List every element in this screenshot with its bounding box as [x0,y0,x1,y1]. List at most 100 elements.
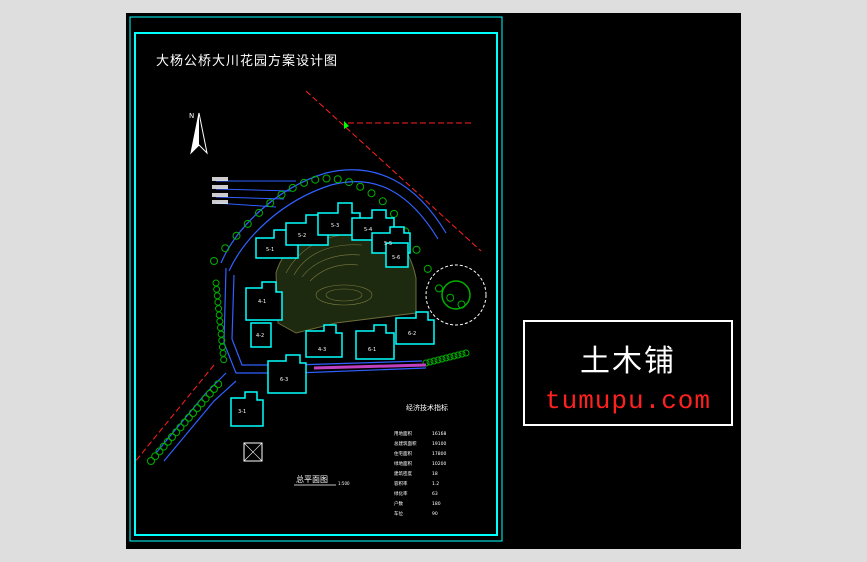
table-label: 总建筑面积 [394,440,417,447]
tree-icon [277,190,286,199]
table-label: 绿地面积 [394,460,412,467]
tree-icon [216,324,224,332]
building-label: 5-1 [266,247,274,253]
tree-icon [218,343,226,351]
outer-frame [129,16,503,542]
tree-icon [434,356,442,364]
tree-icon [266,199,275,208]
table-value: 19100 [432,441,446,447]
tree-icon [214,380,223,389]
roundabout [425,264,487,326]
tree-icon [462,349,470,357]
tree-icon [345,178,353,187]
site-boundary [133,90,482,464]
plan-caption: 总平面图 [296,474,328,484]
tree-icon [288,183,297,192]
building-label: 5-5 [384,241,392,247]
building-label: 5-6 [392,255,400,261]
building-label: 4-3 [318,347,326,353]
tree-group [147,174,470,465]
tree-icon [215,305,223,313]
tree-icon [423,264,432,273]
building-group [230,202,435,427]
tree-icon [412,245,421,254]
watermark-logo: 土木铺 [580,344,676,379]
tree-icon [210,385,218,393]
tree-icon [205,389,214,398]
tree-icon [300,178,308,187]
tree-icon [322,174,331,183]
building-label: 6-2 [408,331,416,337]
table-title: 经济技术指标 [406,403,448,412]
table-value: 1.2 [432,481,439,487]
tree-icon [378,197,387,206]
tree-icon [221,244,230,253]
table-value: 10200 [432,461,446,467]
building-label: 6-3 [280,377,288,383]
building-label: 4-1 [258,299,266,305]
marker-icon [344,121,349,129]
tree-icon [217,330,225,338]
building-label: 6-1 [368,347,376,353]
tree-icon [172,428,181,437]
tree-icon [213,292,221,300]
table-value: 17800 [432,451,446,457]
tree-icon [435,284,443,293]
table-value: 180 [432,501,441,507]
tree-icon [176,423,185,432]
tree-icon [367,189,376,198]
table-label: 绿化率 [394,490,408,497]
building-label: 4-2 [256,333,264,339]
watermark-box: 土木铺 tumupu.com [523,320,733,426]
tree-icon [159,442,168,451]
tree-icon [189,409,197,417]
tree-icon [450,352,458,360]
table-label: 容积率 [394,480,408,487]
site-plan-drawing: N [129,16,503,542]
building-label: 3-1 [238,409,246,415]
tree-icon [214,298,222,306]
tree-icon [458,350,466,358]
table-value: 18 [432,471,438,477]
tree-icon [243,219,252,228]
tree-icon [213,285,221,293]
tree-icon [219,349,227,357]
parking-strip [313,363,427,370]
tree-icon [180,418,189,427]
building-label: 5-3 [331,223,339,229]
north-arrow-icon: N [189,112,208,155]
tree-icon [168,433,176,441]
table-label: 用地面积 [394,430,412,437]
watermark-url: tumupu.com [544,386,712,416]
tree-icon [155,447,164,456]
tree-icon [163,437,172,446]
drawing-title: 大杨公桥大川花园方案设计图 [156,54,339,69]
tree-icon [147,457,155,465]
tree-icon [184,413,193,422]
tree-icon [197,399,206,408]
table-value: 90 [432,511,438,517]
tree-icon [212,279,220,287]
table-value: 63 [432,491,438,497]
table-label: 户数 [394,500,403,507]
inner-frame [134,32,498,536]
tree-icon [390,209,398,218]
tree-icon [457,300,466,309]
building-label: 5-2 [298,233,306,239]
plan-scale: 1:500 [338,481,350,486]
tree-icon [232,231,241,240]
tree-icon [442,354,450,362]
tree-icon [438,355,446,363]
tree-icon [255,208,263,217]
tree-icon [210,257,218,265]
table-label: 住宅面积 [394,450,412,457]
table-label: 建筑密度 [394,470,412,477]
tree-icon [216,317,224,325]
cad-viewport[interactable]: N [126,13,741,549]
tree-icon [426,358,434,366]
table-label: 车位 [394,510,403,517]
tree-icon [454,351,462,359]
tree-icon [430,357,438,365]
north-label: N [189,112,194,120]
